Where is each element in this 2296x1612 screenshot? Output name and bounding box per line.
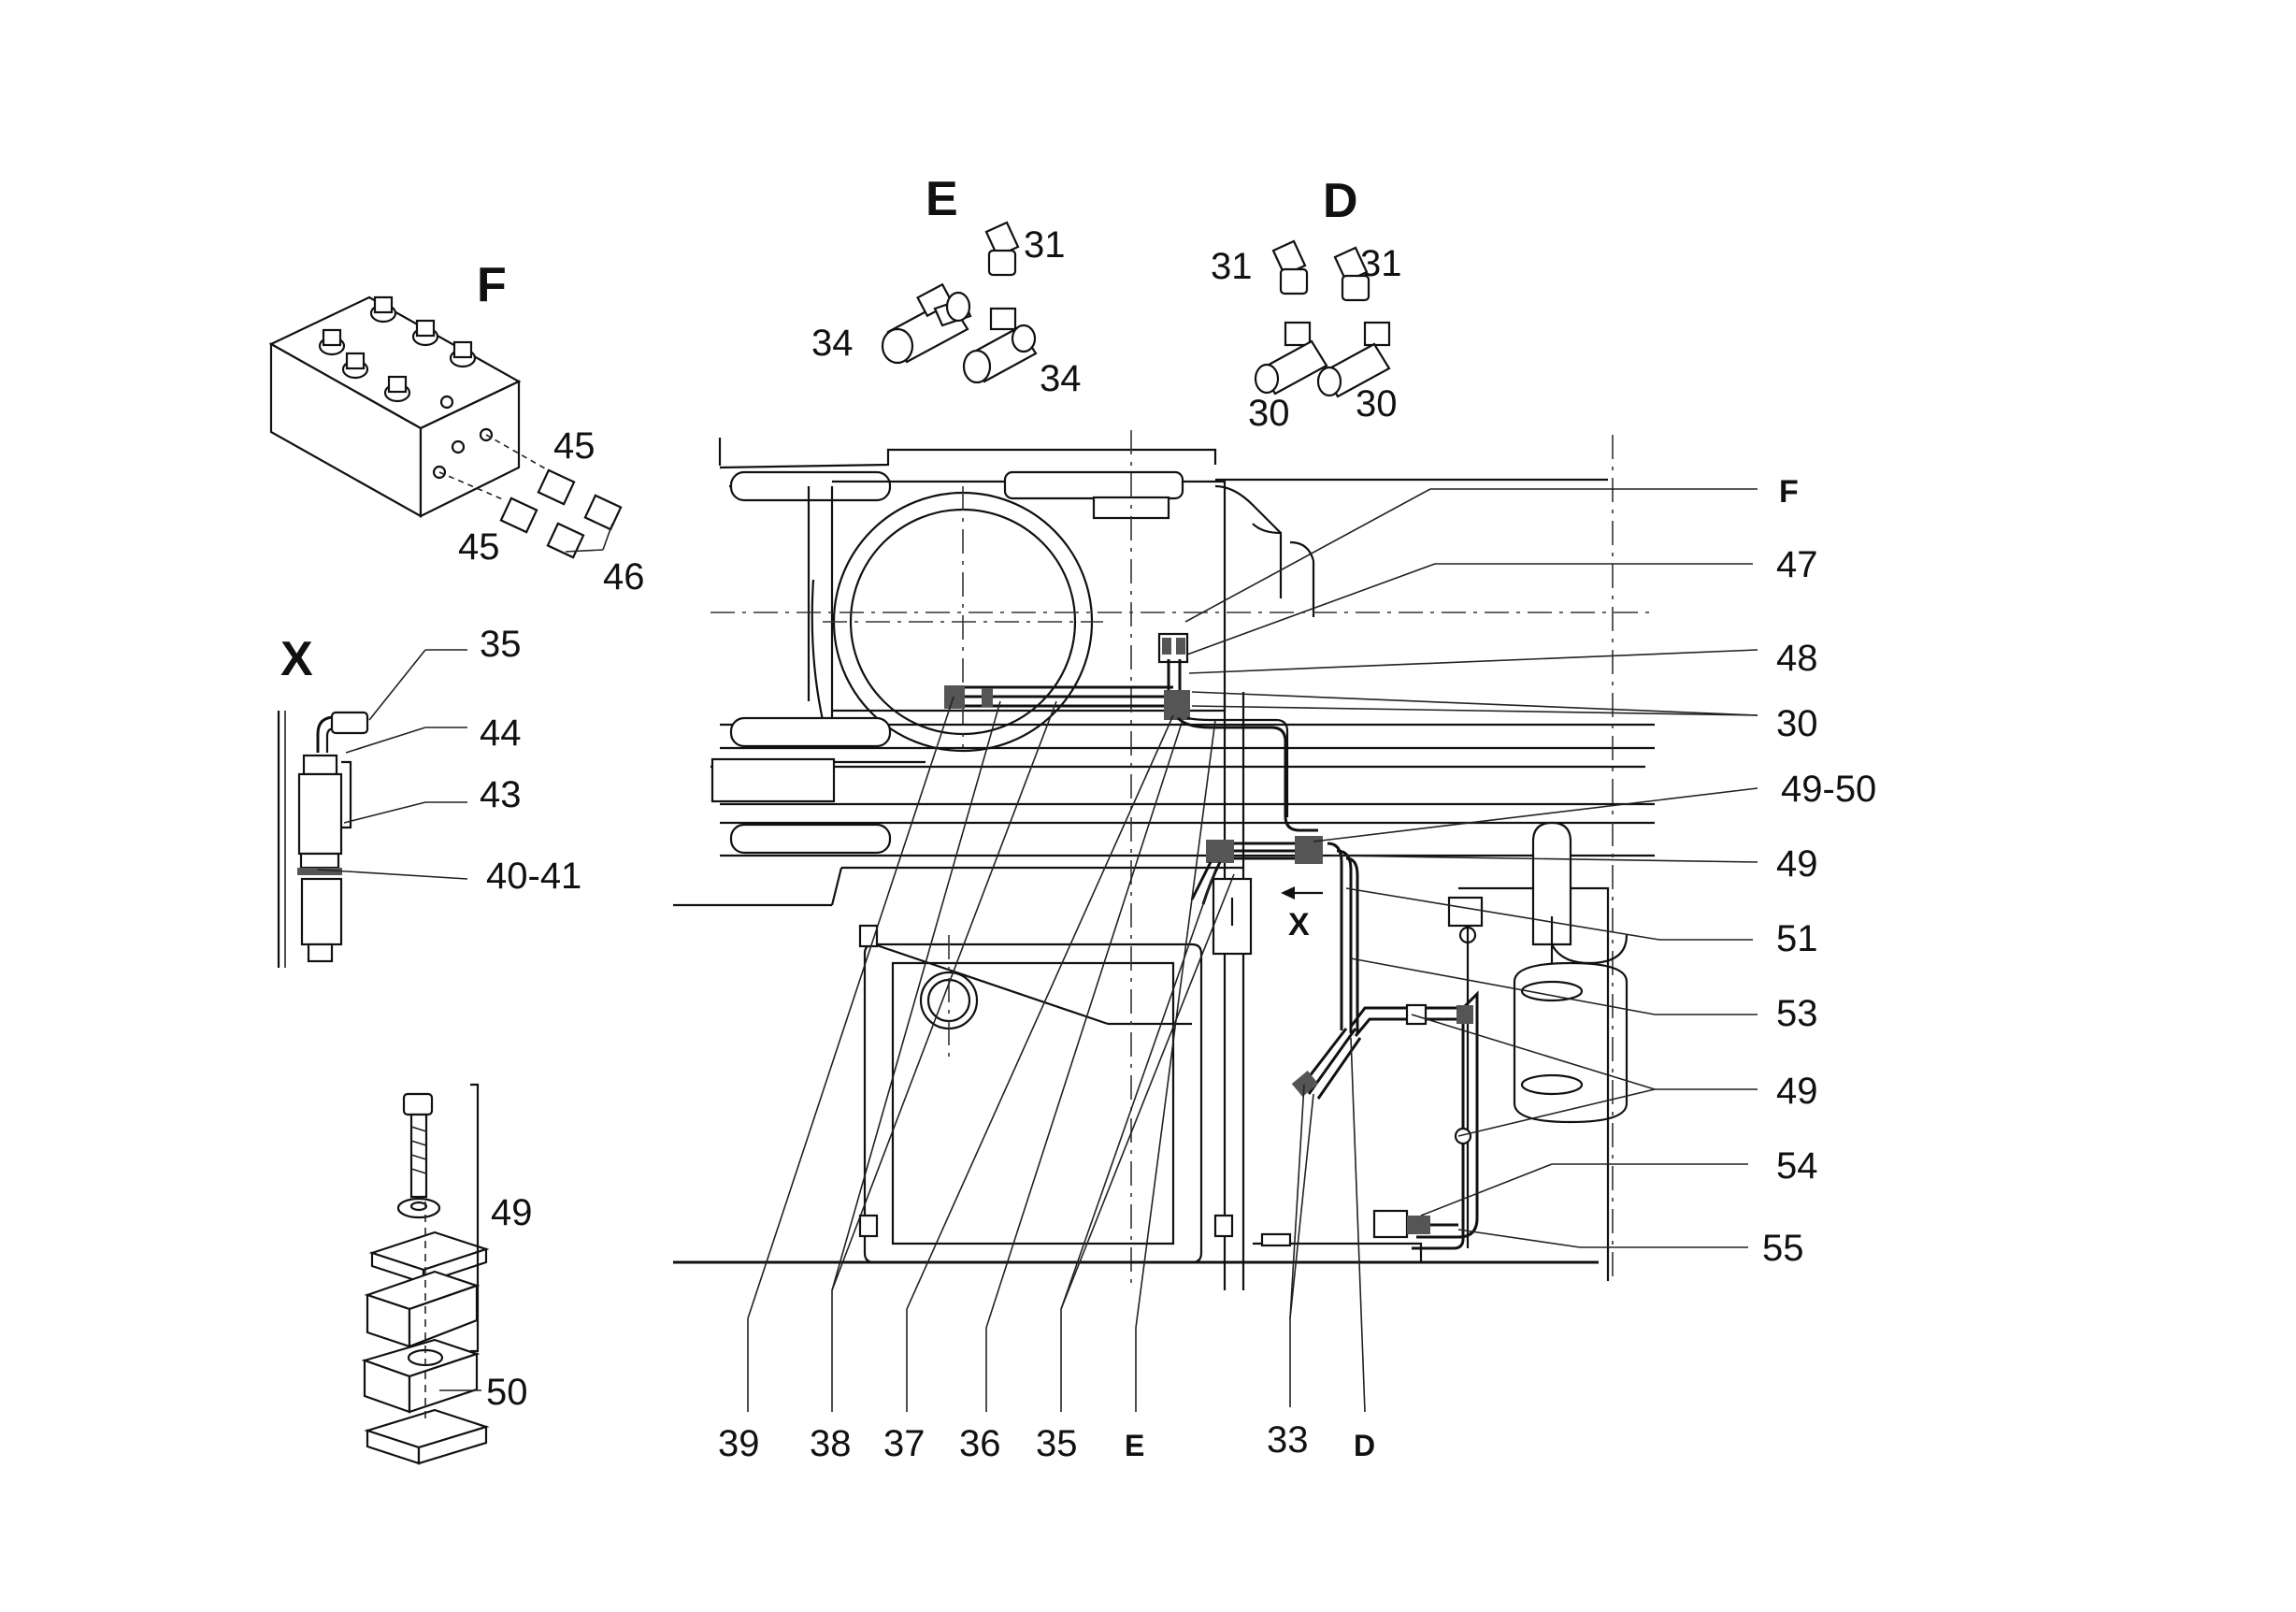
- label-36: 36: [959, 1423, 1001, 1464]
- label-50: 50: [486, 1372, 528, 1413]
- view-x-arrow: X: [1281, 886, 1323, 943]
- label-34-e-left: 34: [811, 323, 854, 364]
- label-31-e: 31: [1024, 224, 1066, 266]
- label-44: 44: [480, 712, 522, 754]
- label-35: 35: [1036, 1423, 1078, 1464]
- view-e-title: E: [926, 172, 958, 226]
- view-d-title: D: [1323, 174, 1358, 228]
- f-block-nipples: [318, 295, 477, 410]
- label-49-50: 49-50: [1781, 769, 1876, 810]
- view-e-fittings: E 31 34 34: [811, 172, 1082, 399]
- label-30-d-left: 30: [1248, 393, 1290, 434]
- view-x-detail: X 35 44 43 40-41: [277, 624, 581, 968]
- label-49-b: 49: [1776, 1071, 1818, 1112]
- view-d-fittings: D 31 31 30 30: [1211, 174, 1402, 434]
- arrow-x-label: X: [1288, 907, 1310, 943]
- clamp-detail: 49 50: [361, 1083, 533, 1465]
- view-x-title: X: [280, 632, 313, 686]
- view-f-block: F 45 45 46: [268, 258, 645, 597]
- label-D: D: [1354, 1429, 1375, 1462]
- tank: [1447, 821, 1629, 1281]
- label-F: F: [1779, 474, 1799, 510]
- hydraulic-lines: [944, 632, 1479, 1250]
- leader-lines-right: [1184, 488, 1758, 1248]
- label-54: 54: [1776, 1145, 1818, 1187]
- label-43: 43: [480, 774, 522, 815]
- label-33: 33: [1267, 1419, 1309, 1461]
- label-47: 47: [1776, 544, 1818, 585]
- label-53: 53: [1776, 993, 1818, 1034]
- label-51: 51: [1776, 918, 1818, 959]
- machine-frame: [673, 430, 1655, 1290]
- label-37: 37: [883, 1423, 926, 1464]
- labels-bottom: 39 38 37 36 35 E 33 D: [718, 1419, 1375, 1464]
- label-49-clamp: 49: [491, 1192, 533, 1233]
- label-38: 38: [810, 1423, 852, 1464]
- leader-lines-bottom: [747, 696, 1366, 1413]
- view-f-title: F: [477, 258, 507, 312]
- f-adapters: [499, 468, 623, 559]
- label-46: 46: [603, 556, 645, 597]
- label-35-x: 35: [480, 624, 522, 665]
- labels-right: F 47 48 30 49-50 49 51 53 49 54 55: [1762, 474, 1876, 1269]
- label-39: 39: [718, 1423, 760, 1464]
- label-49-a: 49: [1776, 843, 1818, 885]
- label-30-d-right: 30: [1356, 383, 1398, 425]
- label-45-upper: 45: [553, 425, 596, 467]
- label-48: 48: [1776, 638, 1818, 679]
- label-40-41: 40-41: [486, 856, 581, 897]
- label-34-e-right: 34: [1040, 358, 1082, 399]
- label-E: E: [1125, 1429, 1144, 1462]
- label-30: 30: [1776, 703, 1818, 744]
- label-55: 55: [1762, 1228, 1804, 1269]
- label-31-d-left: 31: [1211, 246, 1253, 287]
- label-45-lower: 45: [458, 526, 500, 568]
